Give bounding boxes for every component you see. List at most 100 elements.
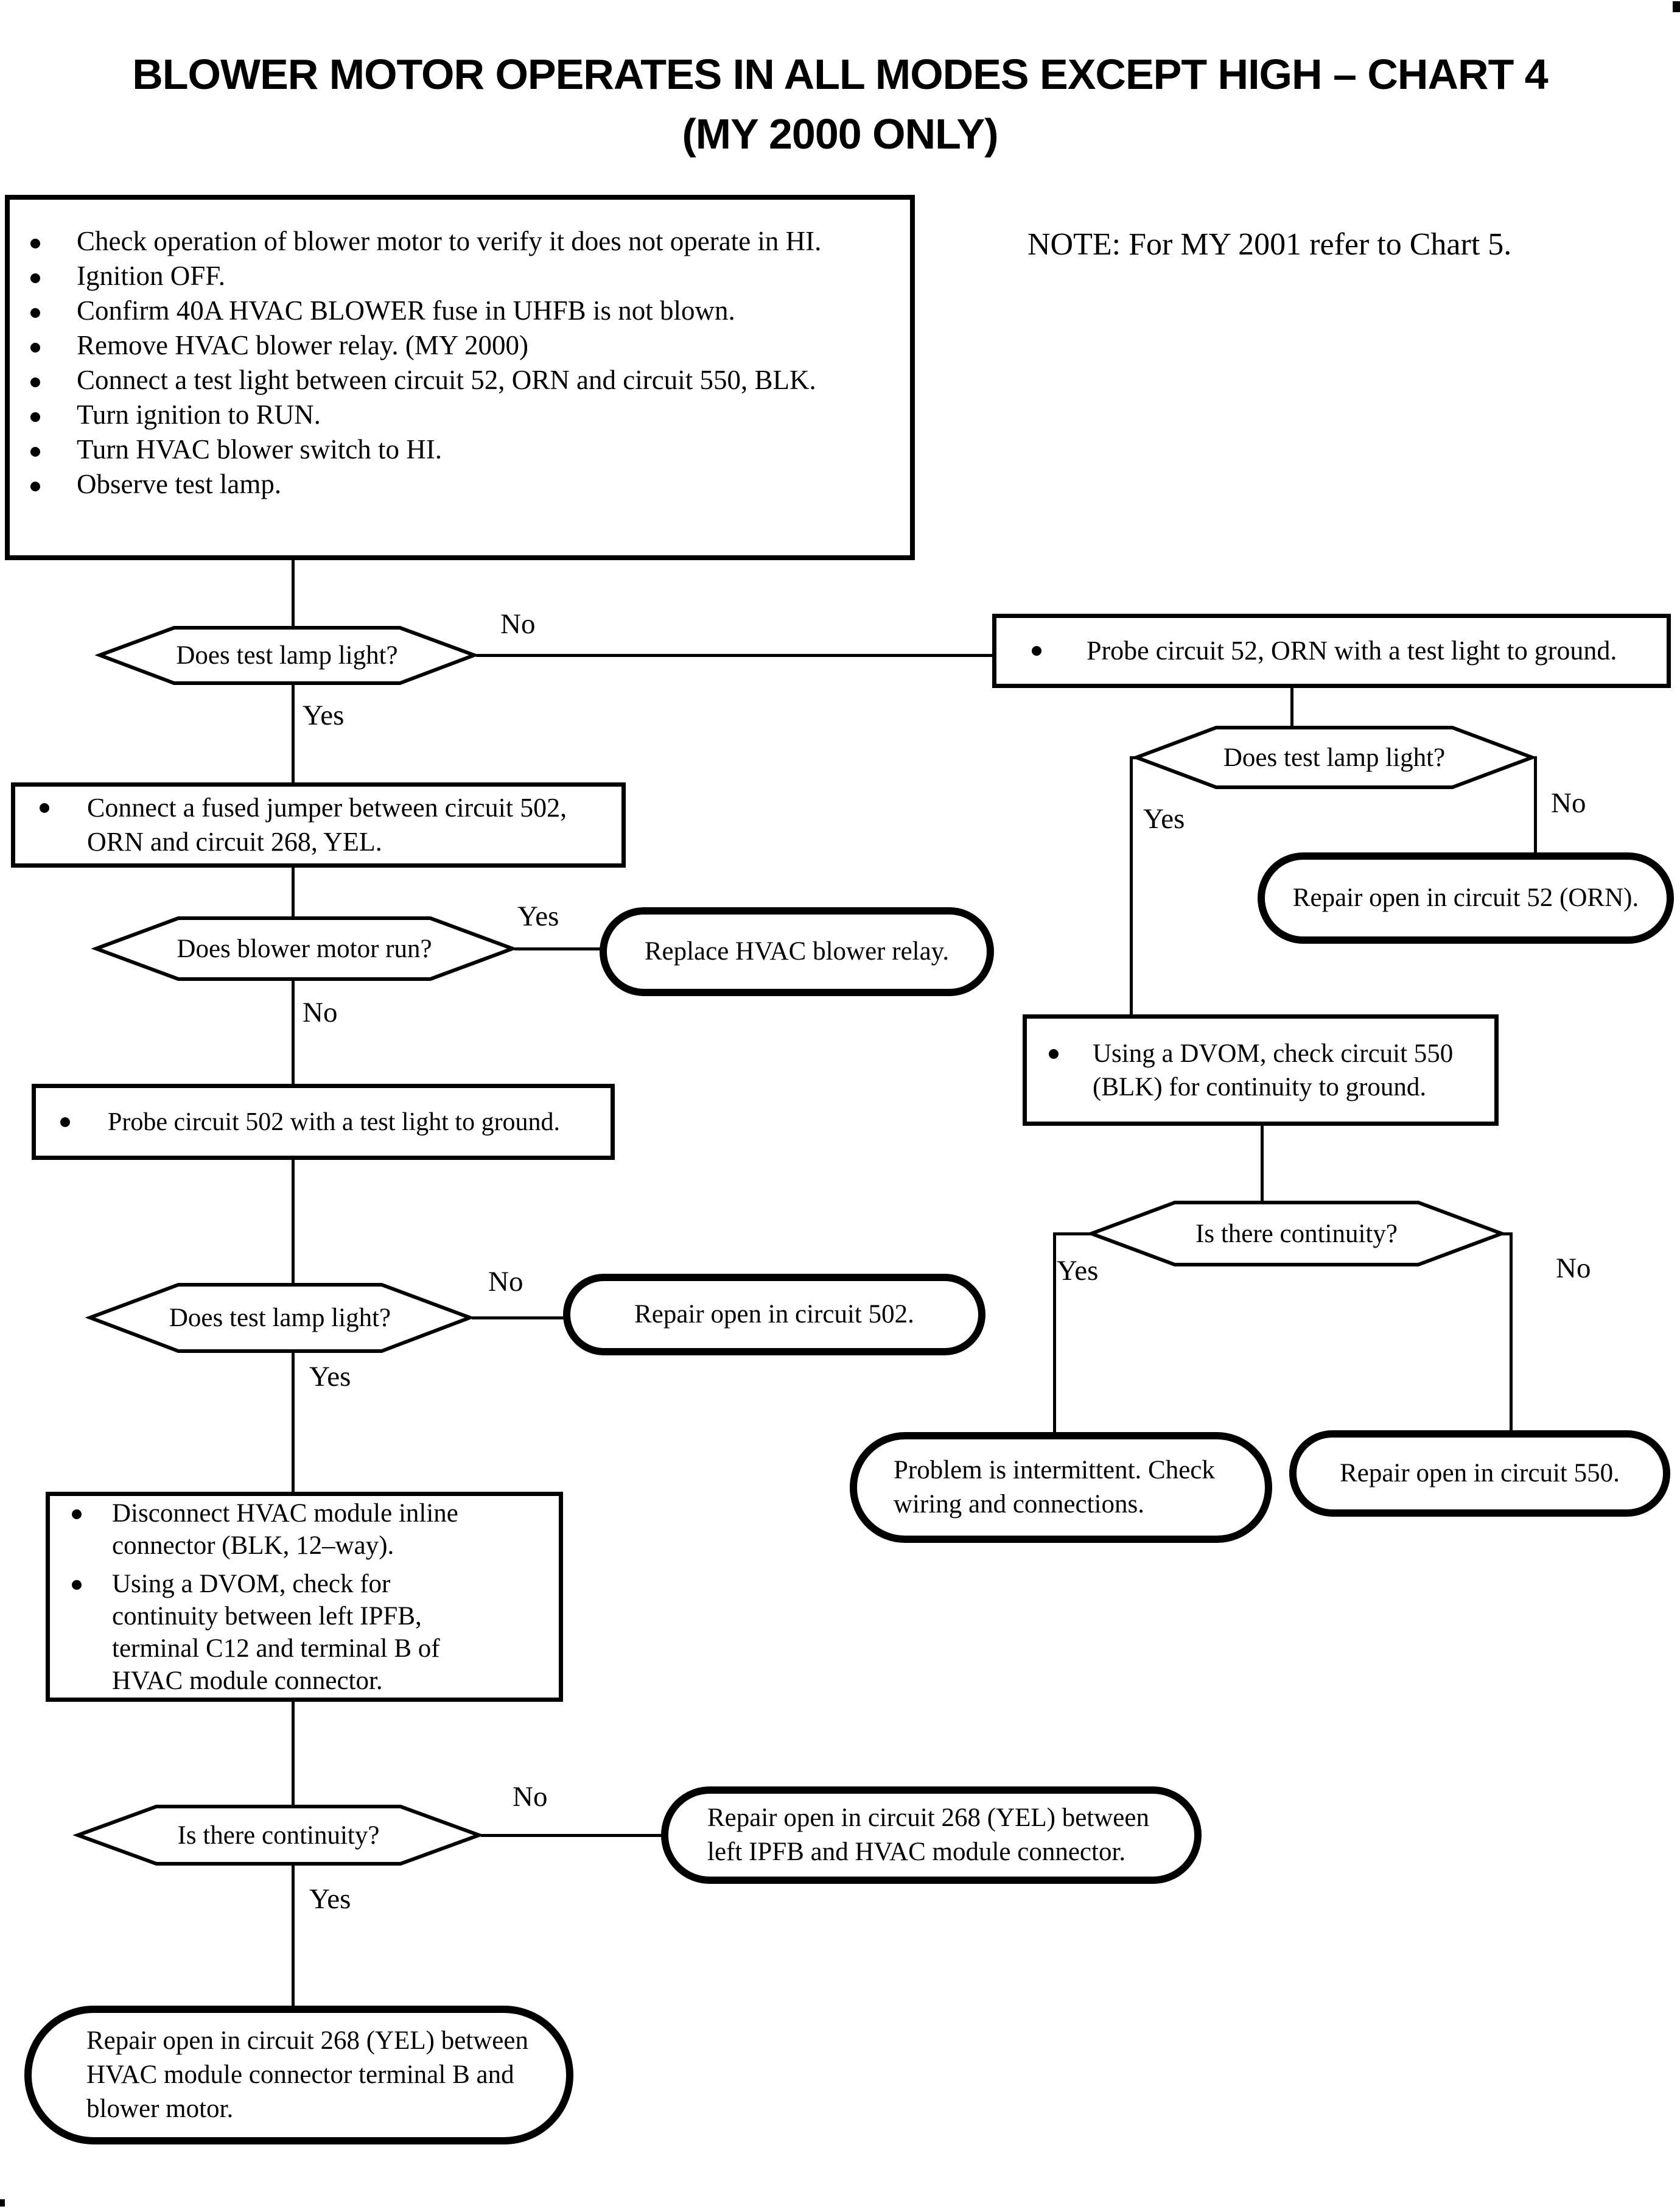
terminal-repair-502: Repair open in circuit 502. (563, 1274, 985, 1355)
connector-line (481, 1834, 662, 1837)
connector-line (1053, 1232, 1056, 1433)
connector-line (292, 1352, 295, 1493)
process-text-line: connector (BLK, 12–way). (112, 1531, 394, 1560)
process-probe-circuit-52: Probe circuit 52, ORN with a test light … (992, 614, 1671, 688)
process-text-line: continuity between left IPFB, (112, 1601, 422, 1631)
instruction-text: Turn HVAC blower switch to HI. (77, 434, 443, 465)
connector-line (292, 684, 295, 784)
bullet-icon (60, 1117, 70, 1127)
hexagon-shape (85, 1283, 475, 1353)
connector-line (1534, 756, 1537, 855)
page-title: BLOWER MOTOR OPERATES IN ALL MODES EXCEP… (132, 51, 1548, 98)
branch-label-no: No (1556, 1252, 1591, 1284)
connector-line (1510, 1232, 1513, 1431)
connector-line (1500, 1232, 1513, 1235)
instruction-item: Check operation of blower motor to verif… (30, 228, 898, 255)
hexagon-shape (94, 626, 480, 685)
process-text-line: (BLK) for continuity to ground. (1093, 1072, 1427, 1101)
hexagon-shape (1086, 1201, 1507, 1266)
terminal-text-line: Problem is intermittent. Check (894, 1456, 1215, 1484)
connector-line (292, 1864, 295, 2007)
terminal-repair-268-ipfb: Repair open in circuit 268 (YEL) between… (661, 1786, 1202, 1884)
hexagon-shape (1131, 726, 1538, 789)
bullet-icon (30, 308, 40, 318)
process-text: Disconnect HVAC module inline connector … (112, 1497, 458, 1562)
bullet-icon (72, 1509, 82, 1519)
decision-label: Does test lamp light? (176, 641, 398, 670)
connector-line (292, 1159, 295, 1284)
terminal-intermittent: Problem is intermittent. Check wiring an… (850, 1432, 1272, 1543)
process-text: Probe circuit 52, ORN with a test light … (1087, 636, 1617, 666)
instruction-text: Check operation of blower motor to verif… (77, 226, 822, 256)
process-text-line: Using a DVOM, check circuit 550 (1093, 1039, 1454, 1068)
decision-does-test-lamp-light-1: Does test lamp light? (94, 626, 480, 685)
process-initial-instructions: Check operation of blower motor to verif… (5, 195, 915, 560)
decision-label: Does test lamp light? (1223, 743, 1446, 772)
process-text-line: HVAC module connector. (112, 1666, 383, 1695)
bullet-icon (30, 482, 40, 491)
bullet-icon (1049, 1048, 1059, 1059)
bullet-icon (30, 412, 40, 422)
decision-does-blower-motor-run: Does blower motor run? (91, 916, 518, 981)
terminal-text-line: Repair open in circuit 502. (634, 1300, 914, 1329)
decision-is-there-continuity-1: Is there continuity? (72, 1805, 485, 1866)
terminal-text-line: blower motor. (86, 2095, 234, 2123)
instruction-text: Remove HVAC blower relay. (MY 2000) (77, 330, 528, 360)
bullet-icon (1032, 646, 1041, 656)
process-item: Using a DVOM, check circuit 550 (BLK) fo… (1049, 1037, 1494, 1104)
instruction-text: Confirm 40A HVAC BLOWER fuse in UHFB is … (77, 295, 735, 326)
branch-label-no: No (488, 1266, 523, 1298)
process-item: Using a DVOM, check for continuity betwe… (72, 1568, 559, 1697)
bullet-icon (40, 803, 49, 813)
branch-label-no: No (303, 997, 338, 1028)
branch-label-yes: Yes (1143, 803, 1185, 835)
process-text-line: Disconnect HVAC module inline (112, 1498, 458, 1528)
bullet-icon (30, 343, 40, 353)
decision-label: Does test lamp light? (169, 1304, 391, 1332)
connector-line (514, 947, 601, 950)
bullet-icon (72, 1579, 82, 1590)
hexagon-shape (91, 916, 518, 981)
instruction-item: Turn HVAC blower switch to HI. (30, 436, 898, 463)
process-item: Probe circuit 52, ORN with a test light … (1032, 634, 1667, 668)
process-item: Probe circuit 502 with a test light to g… (60, 1105, 611, 1139)
branch-label-yes: Yes (303, 700, 345, 731)
decision-label: Is there continuity? (177, 1821, 380, 1850)
connector-line (292, 1701, 295, 1806)
process-dvom-check-550: Using a DVOM, check circuit 550 (BLK) fo… (1023, 1014, 1499, 1126)
branch-label-no: No (500, 608, 536, 640)
process-text: Connect a fused jumper between circuit 5… (87, 791, 567, 859)
process-fused-jumper: Connect a fused jumper between circuit 5… (11, 782, 626, 868)
instruction-item: Connect a test light between circuit 52,… (30, 367, 898, 394)
decision-does-test-lamp-light-3: Does test lamp light? (1131, 726, 1538, 789)
process-text: Probe circuit 502 with a test light to g… (108, 1108, 561, 1136)
instruction-item: Observe test lamp. (30, 469, 898, 499)
bullet-icon (30, 447, 40, 457)
branch-label-yes: Yes (309, 1883, 351, 1915)
terminal-replace-relay: Replace HVAC blower relay. (600, 907, 994, 996)
branch-label-no: No (1551, 787, 1586, 819)
instruction-text: Observe test lamp. (77, 469, 282, 499)
branch-label-no: No (513, 1781, 548, 1813)
process-probe-circuit-502: Probe circuit 502 with a test light to g… (32, 1084, 615, 1160)
terminal-text-line: Replace HVAC blower relay. (644, 937, 950, 966)
decision-label: Does blower motor run? (177, 934, 432, 963)
process-text: Using a DVOM, check circuit 550 (BLK) fo… (1093, 1037, 1453, 1104)
terminal-text-line: Repair open in circuit 52 (ORN). (1292, 883, 1639, 912)
branch-label-yes: Yes (309, 1361, 351, 1392)
branch-label-yes: Yes (517, 901, 559, 932)
bullet-icon (30, 378, 40, 387)
note-text: NOTE: For MY 2001 refer to Chart 5. (1027, 227, 1512, 262)
page-subtitle: (MY 2000 ONLY) (682, 110, 999, 158)
scan-artifact-mark (0, 2199, 5, 2207)
instruction-item: Confirm 40A HVAC BLOWER fuse in UHFB is … (30, 295, 898, 326)
decision-does-test-lamp-light-2: Does test lamp light? (85, 1283, 475, 1353)
bullet-icon (30, 273, 40, 283)
instruction-text: Turn ignition to RUN. (77, 399, 321, 430)
process-text: Using a DVOM, check for continuity betwe… (112, 1568, 440, 1697)
terminal-repair-268-blower: Repair open in circuit 268 (YEL) between… (24, 2006, 573, 2144)
process-text-line: Using a DVOM, check for (112, 1569, 391, 1598)
process-text-line: ORN and circuit 268, YEL. (87, 827, 382, 857)
instruction-item: Turn ignition to RUN. (30, 399, 898, 430)
